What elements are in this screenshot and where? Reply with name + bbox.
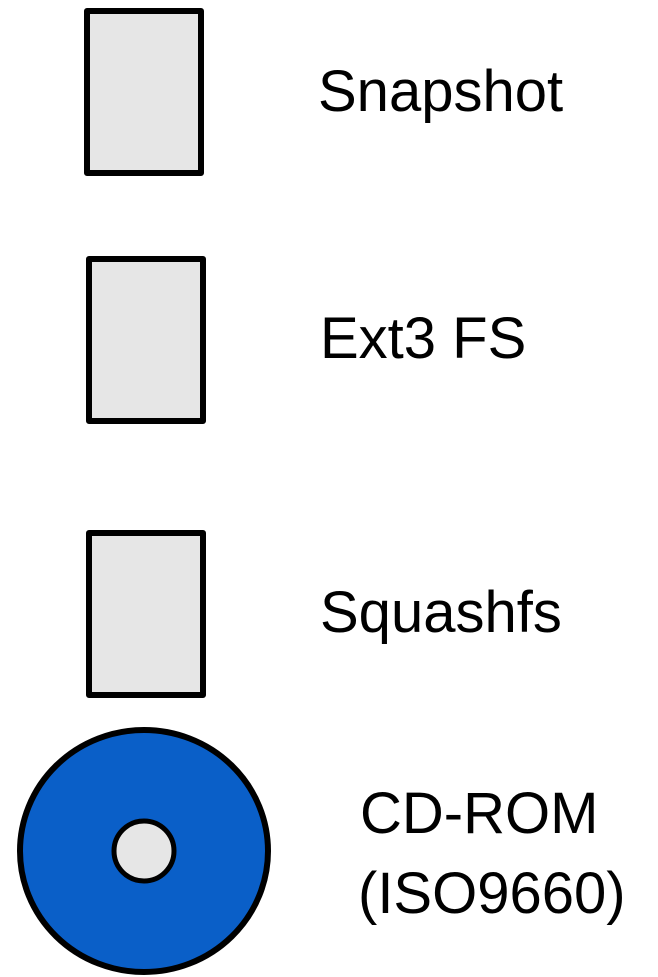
squashfs-box-icon: [86, 530, 206, 698]
ext3-fs-box-icon: [86, 256, 206, 424]
ext3-fs-label: Ext3 FS: [320, 306, 527, 371]
snapshot-label: Snapshot: [318, 59, 564, 124]
disc-center-hole: [111, 818, 177, 884]
iso9660-label: (ISO9660): [358, 861, 626, 926]
cd-rom-disc-icon: [16, 725, 272, 977]
squashfs-label: Squashfs: [320, 580, 562, 645]
snapshot-box-icon: [84, 8, 204, 176]
cd-rom-label: CD-ROM: [360, 781, 599, 846]
